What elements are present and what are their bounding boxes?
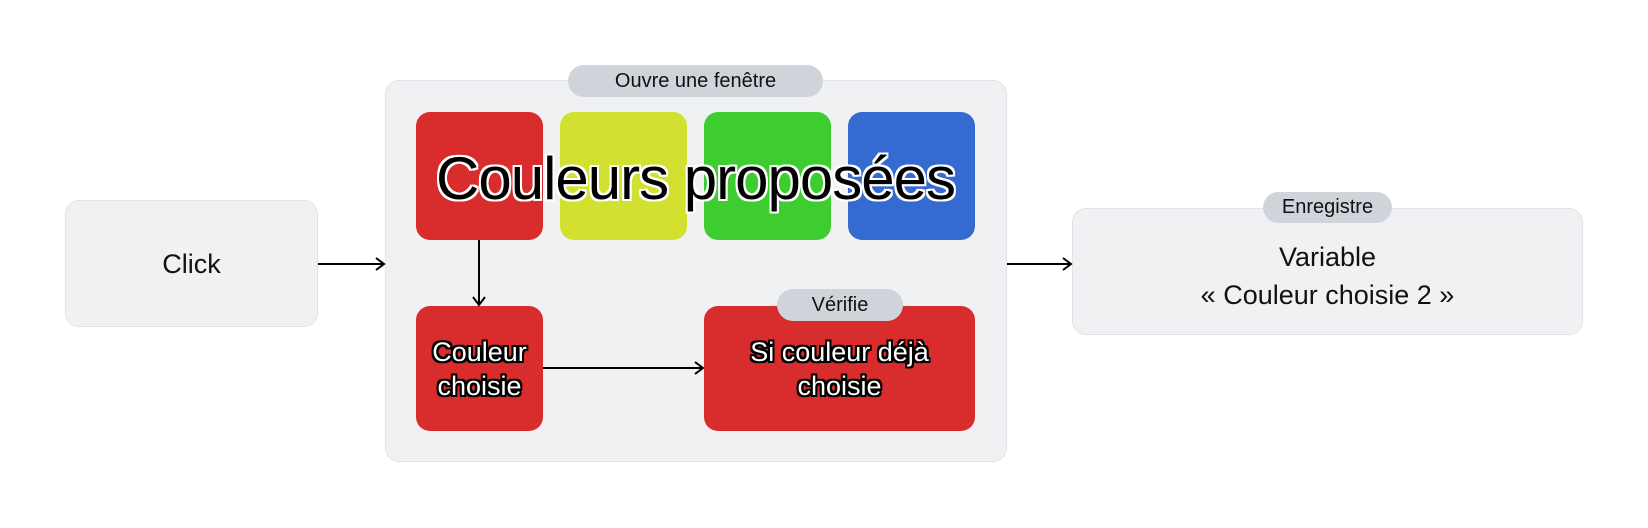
window-tag: Ouvre une fenêtre <box>568 65 823 97</box>
result-line2: « Couleur choisie 2 » <box>1200 279 1455 310</box>
swatch-yellow <box>560 112 687 240</box>
click-label: Click <box>162 248 221 279</box>
swatch-green <box>704 112 831 240</box>
chosen-color-node: Couleur choisie <box>416 306 543 431</box>
click-node: Click <box>65 200 318 327</box>
result-node: Variable « Couleur choisie 2 » <box>1072 208 1583 335</box>
check-line1: Si couleur déjà <box>750 336 929 367</box>
swatch-blue <box>848 112 975 240</box>
check-node: Si couleur déjà choisie <box>704 306 975 431</box>
chosen-line1: Couleur <box>432 336 527 367</box>
result-line1: Variable <box>1278 241 1377 272</box>
arrow-red-to-chosen <box>472 240 486 307</box>
check-line2: choisie <box>797 370 882 401</box>
arrow-click-to-window <box>318 257 386 271</box>
proposed-colors-title: Couleurs proposées <box>436 145 956 212</box>
chosen-line2: choisie <box>437 370 522 401</box>
check-tag: Vérifie <box>777 289 903 321</box>
arrow-window-to-result <box>1007 257 1073 271</box>
swatch-red <box>416 112 543 240</box>
arrow-chosen-to-check <box>543 361 705 375</box>
result-tag: Enregistre <box>1263 192 1392 223</box>
